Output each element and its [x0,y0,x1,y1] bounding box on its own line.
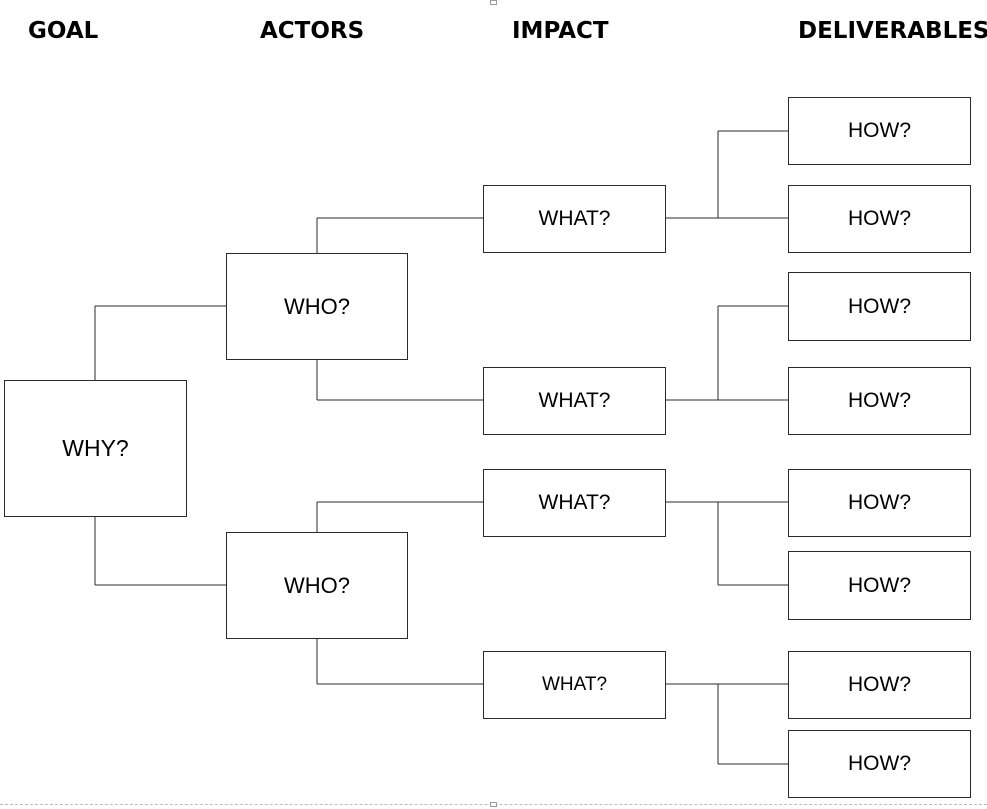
deliverable-node-1: HOW? [788,97,971,165]
actor-node-label: WHO? [284,572,350,598]
deliverable-node-label: HOW? [848,294,911,318]
impact-node-3: WHAT? [483,469,666,537]
impact-node-label: WHAT? [538,389,611,412]
deliverables-column-header: DELIVERABLES [798,18,987,44]
goal-column-header: GOAL [28,18,99,44]
actor-node-label: WHO? [284,293,350,319]
impact-node-1: WHAT? [483,185,666,253]
deliverable-node-8: HOW? [788,730,971,798]
impact-node-4: WHAT? [483,651,666,719]
goal-node: WHY? [4,380,187,517]
deliverable-node-label: HOW? [848,573,911,597]
deliverable-node-3: HOW? [788,272,971,341]
impact-node-2: WHAT? [483,367,666,435]
impact-node-label: WHAT? [538,207,611,230]
actor-node-1: WHO? [226,253,408,360]
actor-node-2: WHO? [226,532,408,639]
deliverable-node-label: HOW? [848,119,911,142]
deliverable-node-label: HOW? [848,491,911,514]
deliverable-node-5: HOW? [788,469,971,537]
deliverable-node-label: HOW? [848,673,911,696]
deliverable-node-4: HOW? [788,367,971,435]
actors-column-header: ACTORS [260,18,365,44]
bottom-resize-handle[interactable] [490,802,497,807]
impact-node-label: WHAT? [541,674,608,695]
deliverable-node-label: HOW? [848,389,911,412]
deliverable-node-2: HOW? [788,185,971,253]
top-resize-handle[interactable] [490,0,497,5]
deliverable-node-6: HOW? [788,551,971,620]
goal-node-label: WHY? [62,435,129,461]
deliverable-node-7: HOW? [788,651,971,719]
impact-column-header: IMPACT [512,18,609,44]
deliverable-node-label: HOW? [848,207,911,230]
impact-node-label: WHAT? [538,491,611,514]
deliverable-node-label: HOW? [848,752,911,775]
